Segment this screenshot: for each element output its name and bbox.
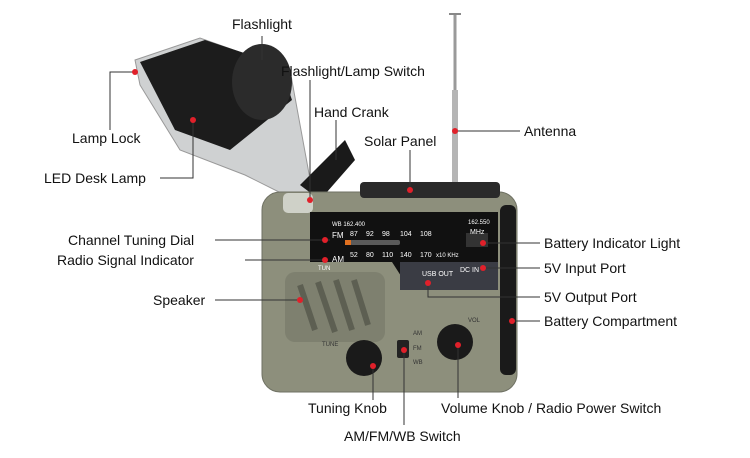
volume-knob[interactable] [437, 324, 473, 360]
label-flashlight: Flashlight [232, 16, 292, 32]
label-output-port: 5V Output Port [544, 289, 637, 305]
fm-tick: 92 [366, 231, 374, 238]
solar-panel [360, 182, 500, 198]
label-radio-signal-indicator: Radio Signal Indicator [57, 252, 194, 268]
tune-label: TUNE [322, 342, 338, 348]
fm-tick: 98 [382, 231, 390, 238]
label-volume-knob: Volume Knob / Radio Power Switch [441, 400, 662, 416]
mhz-unit: MHz [470, 229, 485, 236]
label-flashlight-lamp-switch: Flashlight/Lamp Switch [281, 63, 425, 79]
khz-unit: x10 KHz [436, 253, 459, 259]
dc-in-label: DC IN [460, 267, 479, 274]
label-lamp-lock: Lamp Lock [72, 130, 141, 146]
label-speaker: Speaker [153, 292, 206, 308]
am-tick: 170 [420, 252, 432, 259]
label-band-switch: AM/FM/WB Switch [344, 428, 461, 444]
label-channel-tuning-dial: Channel Tuning Dial [68, 232, 195, 248]
leader-lines [109, 36, 540, 425]
vol-label: VOL [468, 318, 481, 324]
am-label: AM [332, 255, 344, 264]
am-tick: 52 [350, 252, 358, 259]
label-battery-compartment: Battery Compartment [544, 313, 678, 329]
am-tick: 140 [400, 252, 412, 259]
label-led-desk-lamp: LED Desk Lamp [44, 170, 146, 186]
wb-label: WB 162.400 [332, 222, 366, 228]
switch-fm-label: FM [413, 346, 422, 352]
tuning-knob[interactable] [346, 340, 382, 376]
fm-tick: 87 [350, 231, 358, 238]
wb-end: 162.550 [468, 220, 490, 226]
fm-tick: 104 [400, 231, 412, 238]
hand-crank [300, 140, 355, 200]
label-hand-crank: Hand Crank [314, 104, 389, 120]
label-antenna: Antenna [524, 123, 577, 139]
antenna [449, 13, 461, 185]
am-tick: 80 [366, 252, 374, 259]
am-tick: 110 [382, 252, 393, 259]
fm-tick: 108 [420, 231, 432, 238]
speaker-grille [285, 272, 385, 342]
lamp-switch[interactable] [283, 193, 313, 213]
label-battery-indicator-light: Battery Indicator Light [544, 235, 681, 251]
tun-label: TUN [318, 266, 330, 272]
fm-label: FM [332, 231, 344, 240]
switch-am-label: AM [413, 331, 422, 337]
flashlight [232, 44, 292, 120]
usb-out-label: USB OUT [422, 271, 454, 278]
label-solar-panel: Solar Panel [364, 133, 437, 149]
lamp-lid [134, 37, 355, 201]
battery-compartment [500, 205, 516, 375]
marker-dots [132, 69, 515, 369]
label-tuning-knob: Tuning Knob [308, 400, 387, 416]
switch-wb-label: WB [413, 360, 423, 366]
label-input-port: 5V Input Port [544, 260, 626, 276]
